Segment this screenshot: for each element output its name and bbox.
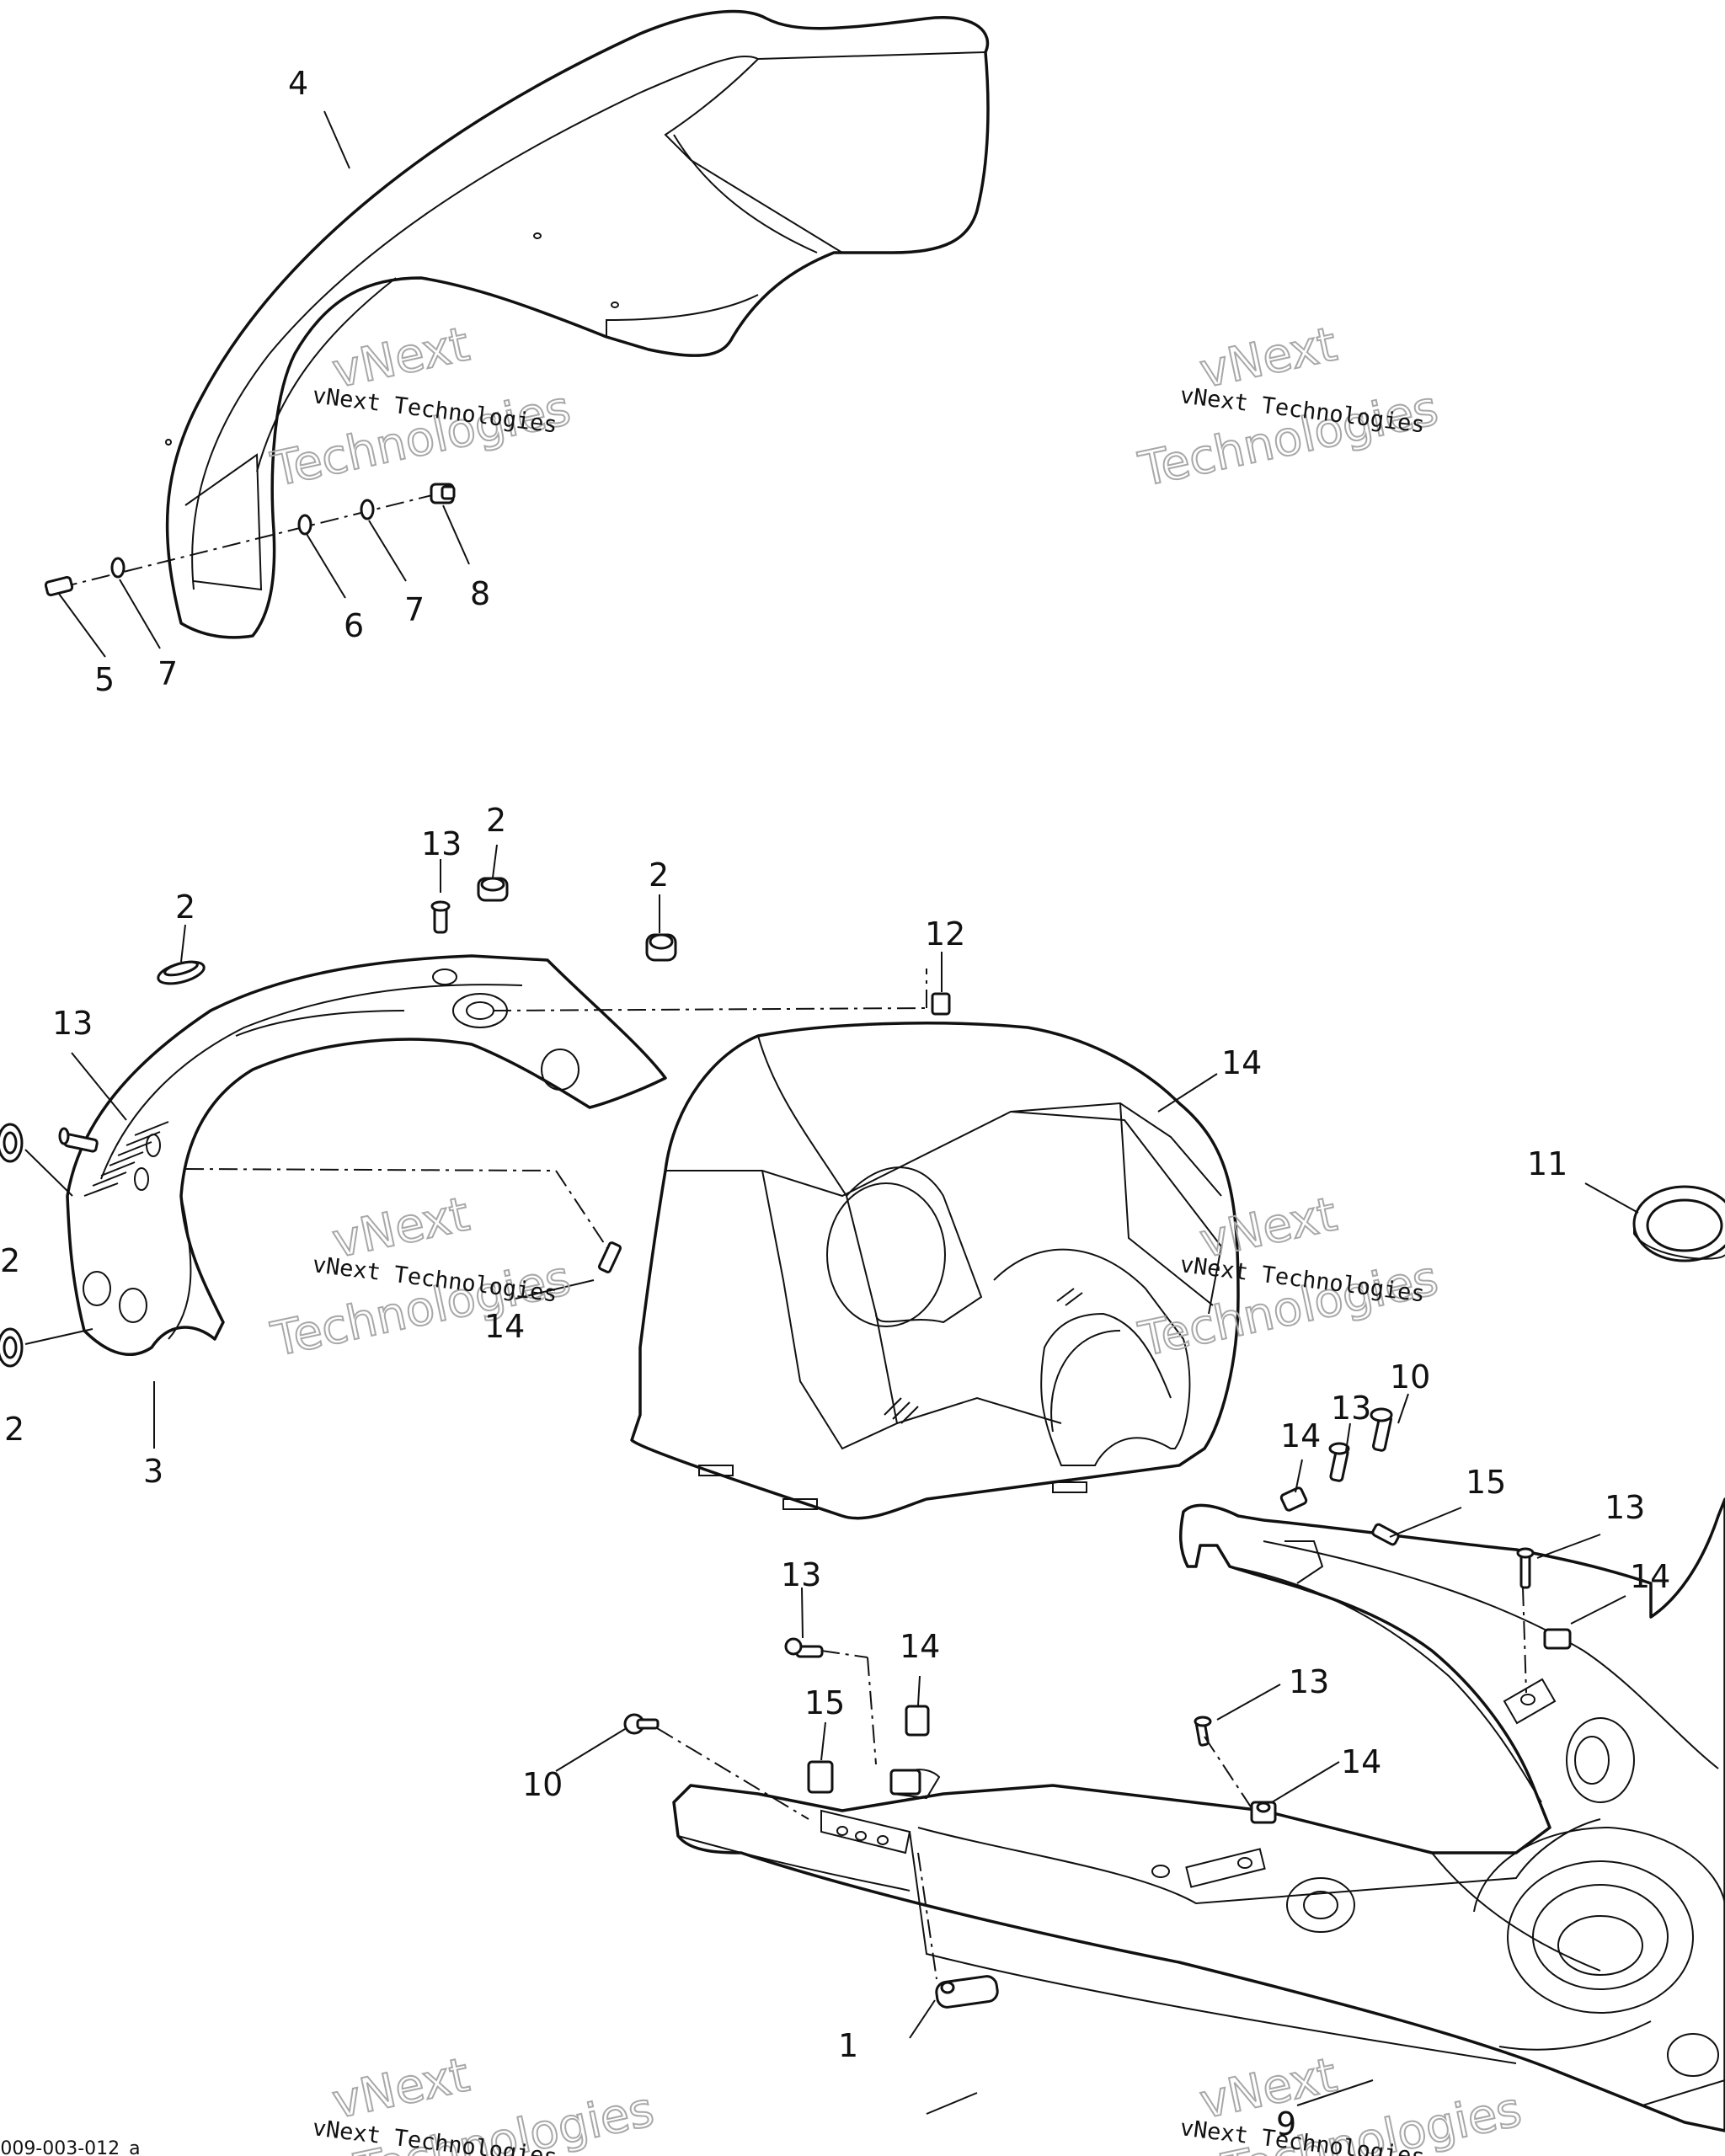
- callout-14: 14: [900, 1628, 940, 1665]
- callout-15: 15: [1466, 1464, 1506, 1501]
- callout-1: 1: [838, 2027, 858, 2064]
- callout-14: 12: [925, 915, 965, 953]
- callout-5: 5: [94, 661, 115, 698]
- callout-13: 13: [52, 1005, 93, 1042]
- callouts: 4 5 7 6 7 8 13 2 2 2 13 2 2 3 14 12 14 1…: [0, 65, 1670, 2156]
- callout-13: 13: [1289, 1663, 1329, 1700]
- deflector-part: [66, 954, 667, 1356]
- gauge-support-part: [630, 1022, 1240, 1520]
- callout-8: 8: [470, 575, 490, 612]
- callout-4: 4: [288, 65, 308, 102]
- callout-14: 14: [1341, 1743, 1381, 1780]
- gauge-support-clips: [597, 992, 951, 1273]
- callout-13: 13: [1331, 1390, 1371, 1427]
- callout-13: 13: [1605, 1489, 1645, 1526]
- callout-13: 13: [781, 1556, 821, 1593]
- callout-13: 13: [421, 825, 462, 862]
- console-hardware: [623, 1407, 1572, 2009]
- callout-2: 2: [649, 857, 669, 894]
- windshield-hardware: [44, 483, 456, 597]
- callout-3: 3: [143, 1453, 163, 1490]
- callout-12: 14: [1221, 1044, 1262, 1081]
- callout-14: 14: [484, 1308, 525, 1345]
- console-part: [672, 1497, 1725, 2132]
- deflector-hardware: [0, 877, 927, 1368]
- windshield-part: [165, 9, 990, 639]
- callout-15: 15: [804, 1684, 845, 1721]
- callout-2: 2: [0, 1242, 20, 1279]
- callout-14: 14: [1280, 1417, 1321, 1454]
- callout-7: 7: [158, 655, 178, 692]
- figure-code: mmo2009-003-012_a: [0, 2138, 141, 2156]
- ring-part: [1632, 1185, 1725, 1262]
- callout-10: 10: [1390, 1358, 1430, 1396]
- callout-7: 7: [404, 591, 425, 628]
- watermark-big-top: vNext: [1195, 2047, 1342, 2130]
- leader-lines: [58, 110, 1639, 2115]
- callout-2: 2: [4, 1411, 24, 1448]
- callout-14: 14: [1630, 1558, 1670, 1595]
- callout-6: 6: [344, 607, 364, 644]
- callout-11: 11: [1527, 1145, 1567, 1182]
- callout-2: 2: [486, 802, 506, 839]
- callout-2: 2: [175, 889, 195, 926]
- callout-9: 9: [1276, 2105, 1296, 2143]
- watermark-big-top: vNext: [328, 2047, 474, 2130]
- callout-10: 10: [522, 1766, 563, 1803]
